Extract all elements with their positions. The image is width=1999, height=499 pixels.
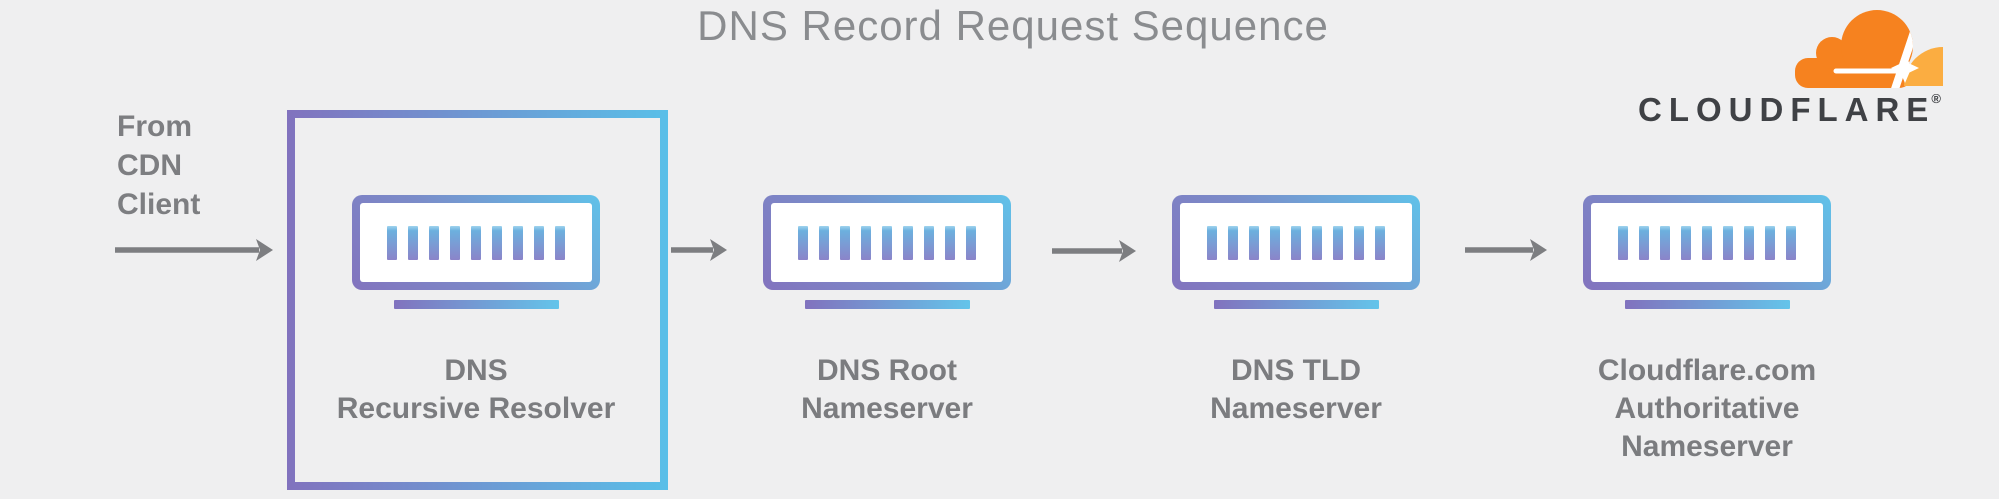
server-bar-icon xyxy=(1702,225,1712,260)
server-stand xyxy=(393,300,559,309)
server-bar-icon xyxy=(840,225,850,260)
node-label-line: Nameserver xyxy=(1621,430,1793,463)
server-bar-icon xyxy=(1744,225,1754,260)
server-bar-icon xyxy=(1333,225,1343,260)
server-bar-icon xyxy=(1207,225,1217,260)
from-cdn-client-label: From CDN Client xyxy=(117,107,200,224)
server-bar-icon xyxy=(924,225,934,260)
cloudflare-wordmark: CLOUDFLARE® xyxy=(1638,91,1941,129)
server-bar-icon xyxy=(492,225,502,260)
arrow-right-icon xyxy=(115,239,273,261)
server-icon xyxy=(763,195,1011,290)
server-stand xyxy=(804,300,970,309)
arrow-right-icon xyxy=(671,239,727,261)
server-bar-icon xyxy=(1639,225,1649,260)
server-bar-icon xyxy=(534,225,544,260)
node-label-line: DNS xyxy=(444,354,508,387)
server-bar-icon xyxy=(1723,225,1733,260)
node-label-line: DNS TLD xyxy=(1231,354,1361,387)
server-bar-icon xyxy=(1249,225,1259,260)
server-bar-icon xyxy=(903,225,913,260)
server-bar-icon xyxy=(1354,225,1364,260)
server-bar-icon xyxy=(555,225,565,260)
server-icon xyxy=(352,195,600,290)
server-bar-icon xyxy=(1618,225,1628,260)
server-screen xyxy=(771,203,1003,282)
node-dns-root-nameserver: DNS Root Nameserver xyxy=(763,195,1011,425)
node-label: DNS TLD Nameserver xyxy=(1066,352,1526,428)
registered-trademark-symbol: ® xyxy=(1931,91,1941,106)
server-bar-icon xyxy=(450,225,460,260)
arrow-right-icon xyxy=(1465,239,1547,261)
server-bar-icon xyxy=(861,225,871,260)
server-bar-icon xyxy=(1681,225,1691,260)
server-bar-icon xyxy=(1765,225,1775,260)
server-screen xyxy=(360,203,592,282)
node-label-line: Recursive Resolver xyxy=(336,392,616,425)
node-label-line: Cloudflare.com xyxy=(1597,354,1817,387)
from-cdn-client-line: From xyxy=(117,110,192,143)
server-bar-icon xyxy=(798,225,808,260)
server-stand xyxy=(1624,300,1790,309)
arrow-right-icon xyxy=(1052,240,1136,262)
server-bar-icon xyxy=(1786,225,1796,260)
server-stand xyxy=(1213,300,1379,309)
server-bar-icon xyxy=(387,225,397,260)
server-bar-icon xyxy=(429,225,439,260)
node-label-line: Authoritative xyxy=(1614,392,1800,425)
server-bar-icon xyxy=(1375,225,1385,260)
from-cdn-client-line: CDN xyxy=(117,149,182,182)
server-bar-icon xyxy=(408,225,418,260)
server-bar-icon xyxy=(513,225,523,260)
node-label-line: DNS Root xyxy=(817,354,957,387)
server-bar-icon xyxy=(1312,225,1322,260)
server-bar-icon xyxy=(1291,225,1301,260)
node-label-line: Nameserver xyxy=(801,392,973,425)
node-dns-tld-nameserver: DNS TLD Nameserver xyxy=(1172,195,1420,425)
cloudflare-wordmark-text: CLOUDFLARE xyxy=(1638,91,1936,128)
from-cdn-client-line: Client xyxy=(117,188,201,221)
server-bar-icon xyxy=(1228,225,1238,260)
node-cloudflare-authoritative-nameserver: Cloudflare.com Authoritative Nameserver xyxy=(1583,195,1831,463)
cloudflare-cloud-icon xyxy=(1795,10,1943,88)
node-label: Cloudflare.com Authoritative Nameserver xyxy=(1477,352,1937,466)
node-label: DNS Root Nameserver xyxy=(657,352,1117,428)
server-icon xyxy=(1172,195,1420,290)
server-icon xyxy=(1583,195,1831,290)
server-bar-icon xyxy=(882,225,892,260)
node-dns-recursive-resolver: DNS Recursive Resolver xyxy=(337,195,615,425)
node-label-line: Nameserver xyxy=(1210,392,1382,425)
server-bar-icon xyxy=(1660,225,1670,260)
server-bar-icon xyxy=(945,225,955,260)
server-screen xyxy=(1180,203,1412,282)
server-bar-icon xyxy=(1270,225,1280,260)
server-bar-icon xyxy=(819,225,829,260)
node-label: DNS Recursive Resolver xyxy=(246,352,706,428)
diagram-title: DNS Record Request Sequence xyxy=(697,2,1329,49)
server-bar-icon xyxy=(966,225,976,260)
server-screen xyxy=(1591,203,1823,282)
server-bar-icon xyxy=(471,225,481,260)
